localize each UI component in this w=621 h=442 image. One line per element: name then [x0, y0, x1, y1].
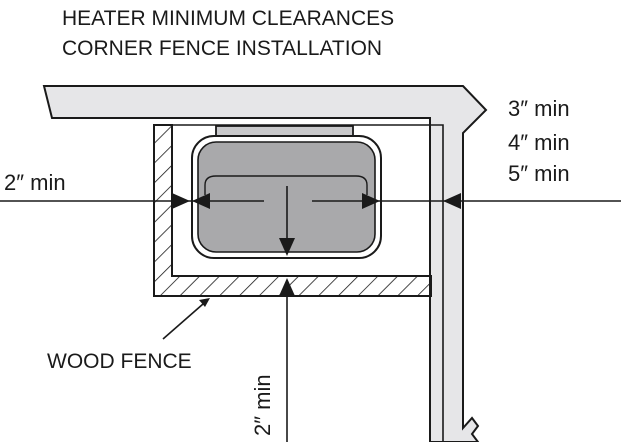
diagram-title-line-2: CORNER FENCE INSTALLATION [62, 37, 383, 60]
clearance-label-left: 2″ min [4, 170, 66, 195]
wall-inner-edge [160, 124, 444, 442]
corner-wall [42, 85, 488, 442]
diagram-title-line-1: HEATER MINIMUM CLEARANCES [62, 7, 395, 30]
clearance-label-bottom: 2″ min [250, 374, 275, 436]
clearance-label-3-inch: 3″ min [508, 96, 570, 121]
arrow-down-to-heater-bottom [279, 238, 295, 256]
arrow-right-to-heater [362, 193, 380, 209]
arrow-left-to-heater [192, 193, 210, 209]
wood-fence-label: WOOD FENCE [47, 350, 192, 373]
fence-leader-line [162, 303, 204, 340]
arrow-right-to-wall [443, 193, 461, 209]
clearance-label-4-inch: 4″ min [508, 130, 570, 155]
arrow-left-to-fence [172, 193, 190, 209]
arrow-up-to-fence [279, 278, 295, 296]
heater-contour [204, 175, 368, 195]
fence-inner-edge [171, 125, 431, 277]
clearance-label-5-inch: 5″ min [508, 161, 570, 186]
fence-leader-arrow [199, 298, 210, 307]
